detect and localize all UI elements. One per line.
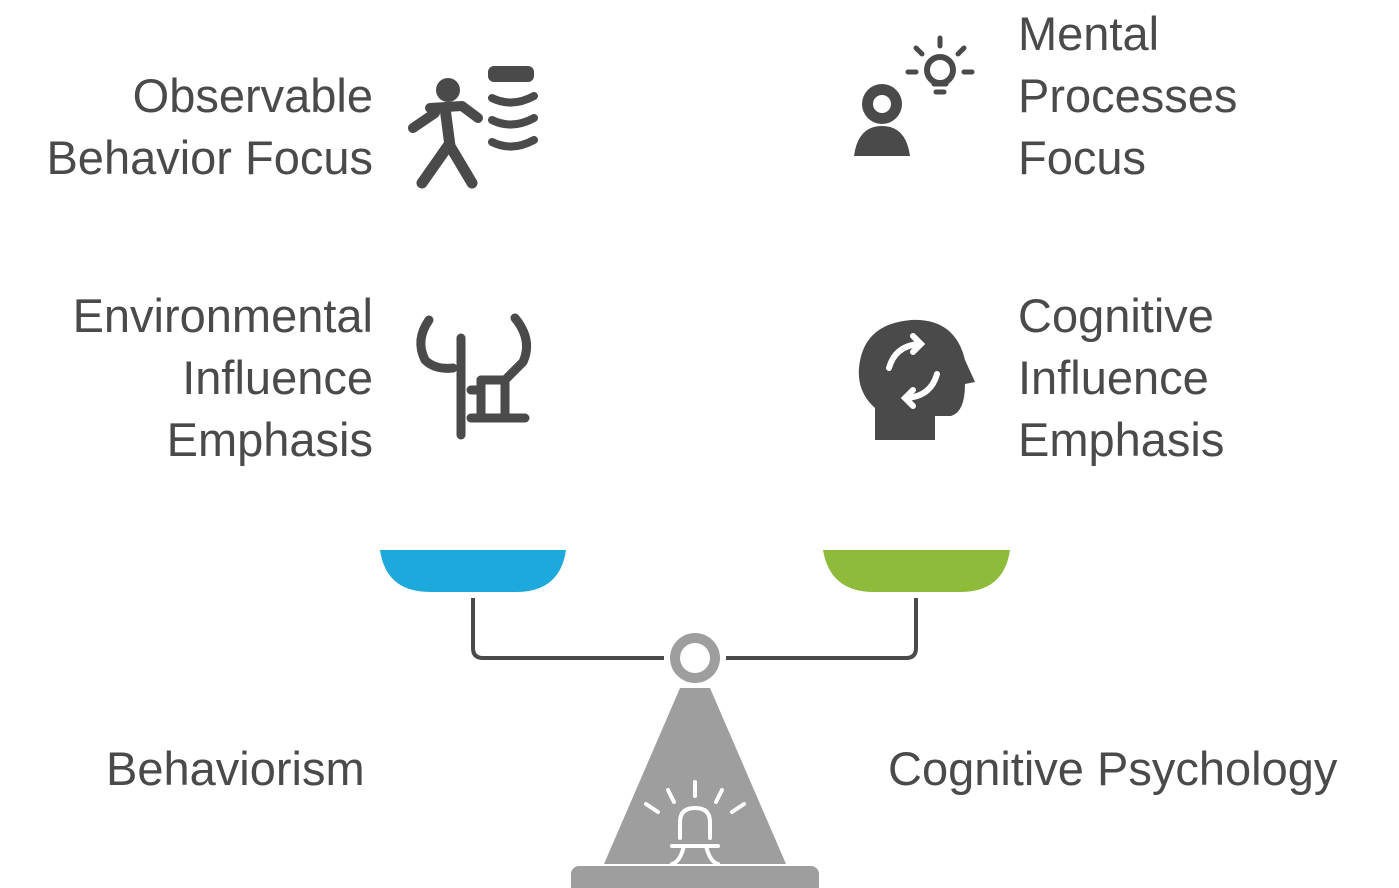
label-line: Observable — [132, 69, 373, 122]
label-line: Focus — [1018, 131, 1146, 184]
label-line: Cognitive — [1018, 289, 1214, 342]
scale-base — [571, 866, 819, 888]
left-pan — [380, 550, 566, 592]
label-line: Mental — [1018, 7, 1160, 60]
title-cognitive-psychology: Cognitive Psychology — [888, 742, 1338, 795]
scale-stand — [604, 688, 786, 864]
scale-beam — [471, 598, 918, 660]
label-line: Environmental — [72, 289, 373, 342]
alarm-icon — [644, 780, 746, 866]
head-cycle-icon — [858, 319, 975, 440]
label-line: Processes — [1018, 69, 1238, 122]
label-environmental-influence-emphasis: Environmental Influence Emphasis — [73, 285, 373, 471]
label-line: Emphasis — [1018, 413, 1225, 466]
person-stacking-icon — [408, 66, 538, 189]
label-line: Influence — [1018, 351, 1209, 404]
title-behaviorism: Behaviorism — [106, 742, 365, 795]
cactus-icon — [416, 313, 532, 440]
right-pan — [823, 550, 1010, 592]
label-mental-processes-focus: Mental Processes Focus — [1018, 3, 1237, 189]
label-line: Influence — [182, 351, 373, 404]
person-lightbulb-icon — [854, 35, 975, 156]
label-observable-behavior-focus: Observable Behavior Focus — [46, 65, 373, 189]
label-cognitive-influence-emphasis: Cognitive Influence Emphasis — [1018, 285, 1224, 471]
label-line: Behavior Focus — [46, 131, 373, 184]
label-line: Emphasis — [166, 413, 373, 466]
